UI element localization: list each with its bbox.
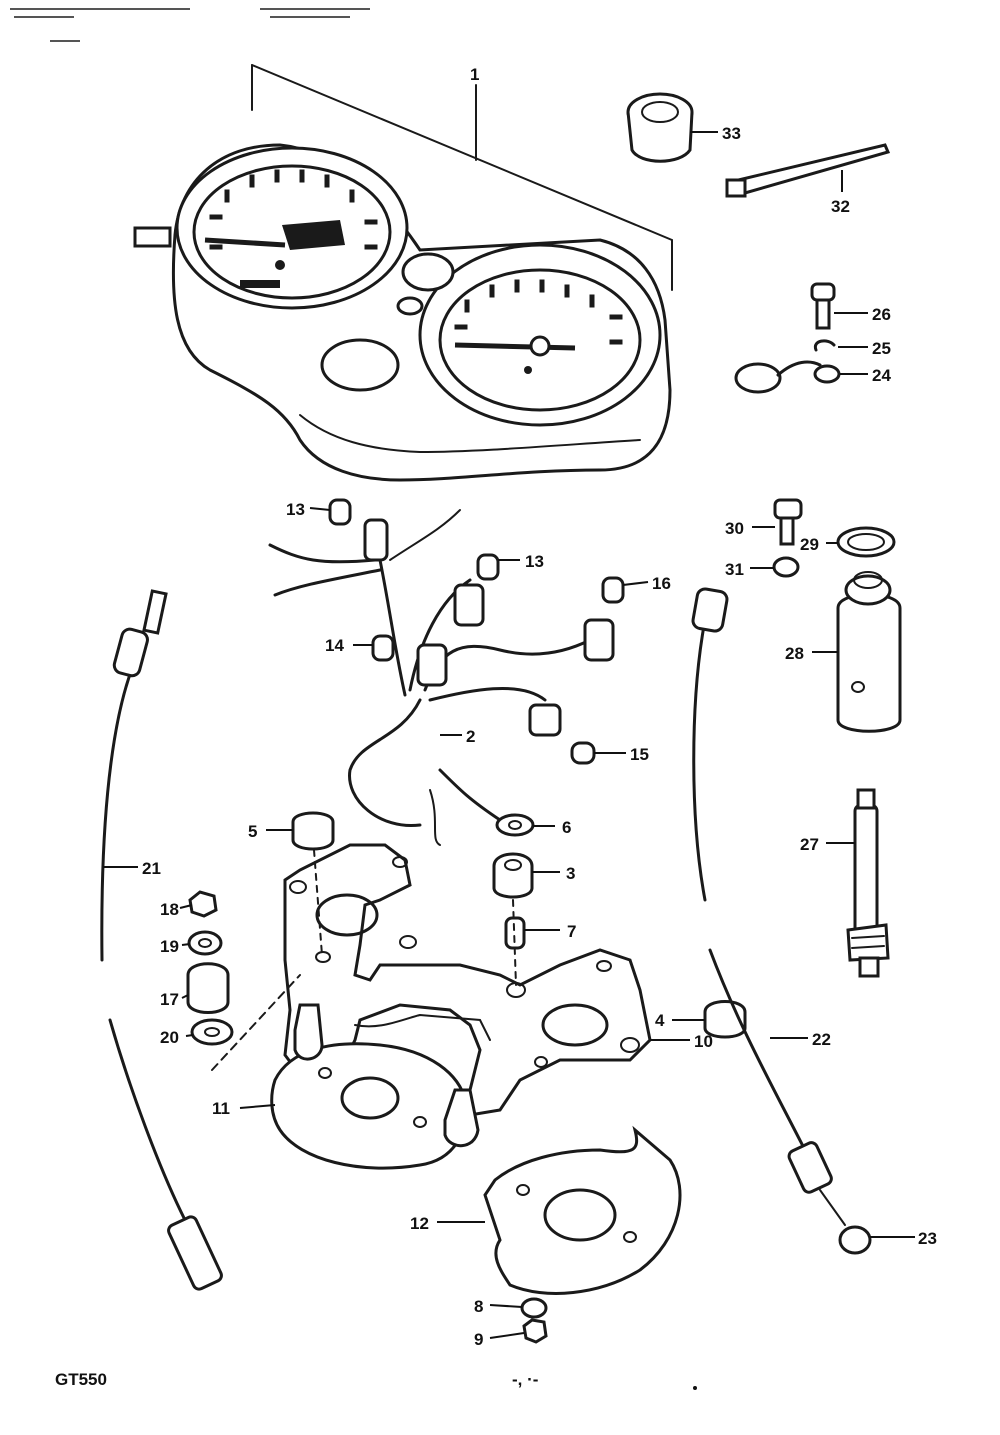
callout-12: 12 (410, 1214, 429, 1233)
callout-24: 24 (872, 366, 891, 385)
lamp-plate (270, 1003, 480, 1170)
cable-cap (838, 1225, 872, 1255)
callout-23: 23 (918, 1229, 937, 1248)
callout-22: 22 (812, 1030, 831, 1049)
tachometer-cable (691, 587, 846, 1226)
meter-assembly (133, 64, 673, 482)
strap-grommet (626, 92, 891, 198)
callout-29: 29 (800, 535, 819, 554)
callout-13-upper: 13 (286, 500, 305, 519)
model-label: GT550 (55, 1370, 107, 1389)
wiring-harness (268, 509, 615, 846)
callout-14: 14 (325, 636, 344, 655)
callout-15: 15 (630, 745, 649, 764)
callout-3: 3 (566, 864, 575, 883)
callout-9: 9 (474, 1330, 483, 1349)
callout-25: 25 (872, 339, 891, 358)
callout-6: 6 (562, 818, 571, 837)
bulb-holder-set (734, 282, 841, 394)
callout-28: 28 (785, 644, 804, 663)
callout-16: 16 (652, 574, 671, 593)
header-noise (10, 8, 370, 42)
callout-27: 27 (800, 835, 819, 854)
callout-13-lower: 13 (525, 552, 544, 571)
callout-19: 19 (160, 937, 179, 956)
callout-11: 11 (212, 1099, 230, 1118)
callout-7: 7 (567, 922, 576, 941)
callout-5: 5 (248, 822, 257, 841)
callout-26: 26 (872, 305, 891, 324)
callout-30: 30 (725, 519, 744, 538)
callout-2: 2 (466, 727, 475, 746)
gear-housing (836, 571, 902, 733)
callout-20: 20 (160, 1028, 179, 1047)
callout-32: 32 (831, 197, 850, 216)
leader-lines (103, 131, 915, 1339)
callout-17: 17 (160, 990, 179, 1009)
hardware (186, 811, 747, 1344)
speedometer-cable (100, 589, 223, 1291)
lower-plate (483, 1125, 682, 1295)
callout-labels: 33 32 26 25 24 30 29 31 28 27 13 13 14 1… (142, 124, 937, 1349)
callout-21: 21 (142, 859, 161, 878)
callout-31: 31 (725, 560, 744, 579)
scan-dot (693, 1386, 697, 1390)
callout-1: 1 (470, 65, 479, 84)
callout-10: 10 (694, 1032, 713, 1051)
o-ring (836, 526, 896, 558)
callout-4: 4 (655, 1011, 665, 1030)
screw-washer (772, 498, 803, 578)
callout-18: 18 (160, 900, 179, 919)
drive-gear-shaft (846, 788, 890, 978)
callout-33: 33 (722, 124, 741, 143)
bulbs (328, 498, 625, 765)
page-mark: -, ·- (512, 1370, 538, 1389)
callout-8: 8 (474, 1297, 483, 1316)
